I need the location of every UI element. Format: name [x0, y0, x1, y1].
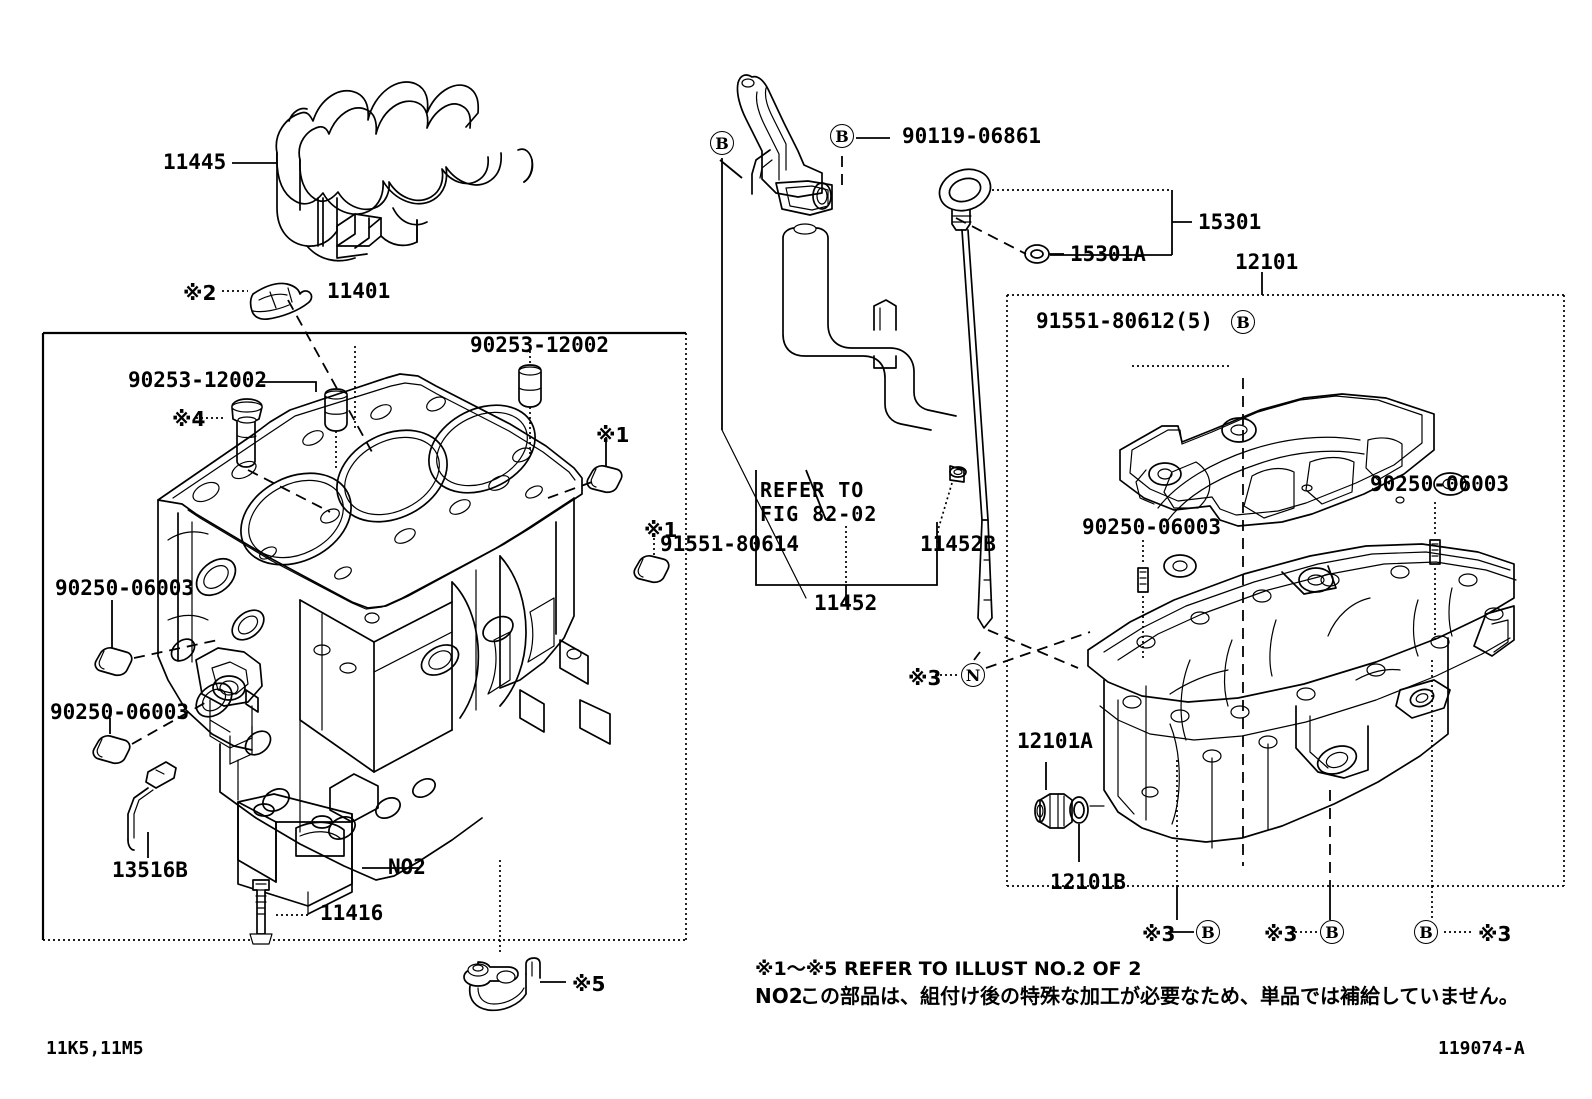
- part-90250-06003-lower: [92, 734, 131, 765]
- label-mark1-lower: ※1: [644, 518, 678, 542]
- label-11416: 11416: [320, 901, 384, 925]
- marker-B-pan-3: B: [1414, 920, 1438, 944]
- label-90250-06003-baffle-left: 90250-06003: [1082, 515, 1222, 539]
- label-90253-12002-top: 90253-12002: [470, 333, 610, 357]
- marker-B-baffle: B: [1231, 310, 1255, 334]
- footnote-line2-text: この部品は、組付け後の特殊な加工が必要なため、単品では補給していません。: [800, 984, 1519, 1008]
- part-15301A-oring: [1024, 244, 1050, 264]
- part-11452-dipstick-tube: [736, 74, 967, 483]
- part-11401-cylinder-block: [157, 373, 611, 881]
- label-12101: 12101: [1235, 250, 1299, 274]
- marker-N-pan: N: [961, 663, 985, 687]
- block-panel-border: [41, 331, 687, 941]
- part-mark1-dowel-lower: [633, 554, 670, 584]
- bracket-11452: [755, 469, 938, 605]
- marker-B-tube-left: B: [710, 131, 734, 155]
- part-90250-06003-baffle-right: [1429, 539, 1441, 565]
- label-mark3-b3: ※3: [1478, 922, 1512, 946]
- assembly-90250-upper: [133, 639, 219, 659]
- refbox-line2: FIG 82-02: [760, 502, 878, 526]
- sheet-code-bottom-right: 119074-A: [1438, 1038, 1525, 1059]
- part-mark1-dowel-upper: [586, 464, 623, 494]
- part-NO2-bearing-cap: [237, 793, 353, 915]
- label-11445: 11445: [163, 150, 227, 174]
- label-90119-06861: 90119-06861: [902, 124, 1042, 148]
- label-90250-06003-baffle-right: 90250-06003: [1370, 472, 1510, 496]
- label-12101B: 12101B: [1050, 870, 1126, 894]
- label-12101A: 12101A: [1017, 729, 1093, 753]
- label-mark3-b2: ※3: [1264, 922, 1298, 946]
- label-mark5: ※5: [572, 972, 606, 996]
- label-mark3-b1: ※3: [1142, 922, 1176, 946]
- part-mark5-oil-jet: [463, 957, 541, 1012]
- part-mark2-bracket: [249, 282, 313, 321]
- assembly-line-mark4: [247, 469, 331, 513]
- pan-panel-border: [1006, 294, 1565, 887]
- label-11452B: 11452B: [920, 532, 996, 556]
- label-91551-80614: 91551-80614: [660, 532, 800, 556]
- part-90253-12002-top: [518, 364, 542, 408]
- part-mark4-sleeve: [231, 398, 263, 468]
- part-oil-baffle-plate: [1119, 393, 1467, 595]
- sheet-code-bottom-left: 11K5,11M5: [46, 1038, 144, 1059]
- label-11401: 11401: [327, 279, 391, 303]
- label-NO2: NO2: [388, 855, 426, 879]
- label-13516B: 13516B: [112, 858, 188, 882]
- part-11445-cover: [275, 81, 534, 262]
- label-mark4: ※4: [172, 407, 206, 431]
- leader-N-arrow: [973, 651, 981, 661]
- marker-B-pan-2: B: [1320, 920, 1344, 944]
- leader-11452B: [937, 482, 953, 545]
- marker-B-tube-right: B: [830, 124, 854, 148]
- assembly-dipstick-to-pan: [987, 629, 1079, 669]
- assembly-N-pan: [985, 631, 1091, 669]
- label-90253-12002-left: 90253-12002: [128, 368, 268, 392]
- label-90250-06003-lower: 90250-06003: [50, 700, 190, 724]
- assembly-line-mark2: [287, 299, 373, 453]
- label-mark1-upper: ※1: [596, 423, 630, 447]
- footnote-line1: ※1～※5 REFER TO ILLUST NO.2 OF 2: [755, 958, 1142, 980]
- part-15301-dipstick: [938, 168, 993, 629]
- label-15301: 15301: [1198, 210, 1262, 234]
- leader-B-tube-left-cont: [721, 429, 807, 599]
- label-11452: 11452: [814, 591, 878, 615]
- label-mark2: ※2: [183, 281, 217, 305]
- leader-B-tube-left-arrow: [719, 159, 743, 179]
- footnote-line2-prefix: NO2: [755, 984, 803, 1008]
- refbox-line1: REFER TO: [760, 478, 865, 502]
- marker-B-pan-1: B: [1196, 920, 1220, 944]
- part-12101-oil-pan: [1087, 543, 1517, 849]
- assembly-90250-lower: [131, 699, 211, 745]
- part-13516B-sensor: [127, 761, 177, 851]
- assembly-15301A: [955, 217, 1027, 255]
- label-90250-06003-upper: 90250-06003: [55, 576, 195, 600]
- part-90250-06003-upper: [94, 646, 133, 677]
- part-11416-bolt: [249, 879, 273, 945]
- label-91551-80612: 91551-80612(5): [1036, 309, 1214, 333]
- label-mark3-n: ※3: [908, 666, 942, 690]
- part-12101B-gasket: [1069, 796, 1089, 824]
- part-90250-06003-baffle-left: [1137, 567, 1149, 593]
- part-12101A-drain-plug: [1034, 793, 1073, 829]
- assembly-mark1-upper: [547, 481, 593, 499]
- label-15301A: 15301A: [1070, 242, 1146, 266]
- leader-90253-left: [258, 381, 317, 392]
